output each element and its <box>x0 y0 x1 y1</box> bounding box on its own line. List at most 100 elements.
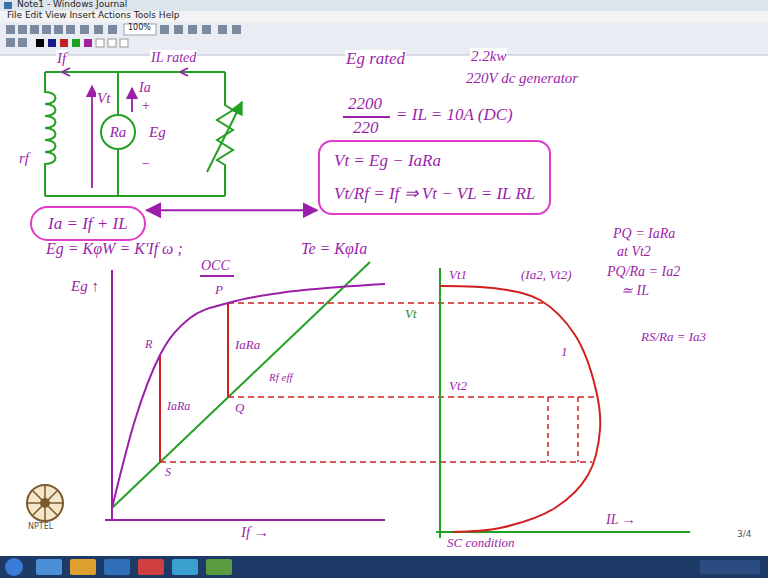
projection-line <box>228 396 597 398</box>
voltage-label: Vt <box>404 307 418 321</box>
fraction-bar <box>343 116 390 118</box>
underline <box>200 275 234 277</box>
color-swatch <box>60 39 68 47</box>
zoom-box <box>124 24 156 35</box>
point-label: 1 <box>560 345 569 359</box>
armature-current-arrow <box>131 88 133 112</box>
voltage-arrow <box>91 86 93 188</box>
occ-curve <box>112 284 385 508</box>
tool-icon <box>18 25 27 34</box>
curve-label: OCC <box>200 258 231 273</box>
rating-note: Eg rated <box>345 50 406 69</box>
title-bar <box>0 0 768 11</box>
equation-text: Ra <box>110 123 127 142</box>
task-icon <box>104 559 130 575</box>
double-arrow <box>147 209 317 211</box>
tool-icon <box>94 25 103 34</box>
logo-spokes <box>28 486 62 520</box>
tool-icon <box>80 25 89 34</box>
axis-label: SC condition <box>446 536 516 550</box>
axis-label: IL → <box>605 512 637 527</box>
axis-label: Eg ↑ <box>70 278 100 295</box>
equation-text: Vt/Rf = If ⇒ Vt − VL = IL RL <box>334 183 535 204</box>
drop-segment <box>159 355 161 462</box>
rated-current: = IL = 10A (DC) <box>395 106 514 125</box>
projection-line <box>160 461 592 463</box>
load-current-arrow <box>180 68 188 76</box>
point-label: R <box>144 338 153 351</box>
point-label: Q <box>234 401 245 415</box>
polarity-sign: + <box>140 98 151 113</box>
drop-segment <box>227 303 229 397</box>
point-label: P <box>214 283 224 297</box>
tool-icon <box>232 25 241 34</box>
tool-icon <box>6 38 15 47</box>
projection-line <box>228 302 543 304</box>
variable-arrow <box>207 102 242 172</box>
projection-line <box>547 397 549 462</box>
field-resistance: rf <box>18 150 30 167</box>
axis-label: If → <box>240 524 270 541</box>
voltage-label: Vt2 <box>448 379 468 393</box>
tool-icon <box>188 25 197 34</box>
tool-icon <box>66 25 75 34</box>
armature-outline <box>101 115 135 149</box>
terminal-voltage: Vt <box>96 90 111 107</box>
taskbar-bar <box>0 556 768 578</box>
logo-wheel <box>27 485 63 521</box>
occ-plot <box>105 262 597 520</box>
axis <box>439 268 441 538</box>
logo-text: NPTEL <box>27 523 54 532</box>
generator-circuit <box>45 72 242 196</box>
wire <box>45 71 225 73</box>
wire <box>117 150 119 196</box>
window-chrome <box>0 0 768 55</box>
generated-emf: Eg <box>148 124 167 141</box>
tool-icon <box>54 25 63 34</box>
tool-icon <box>6 25 15 34</box>
equation-text: Ia = If + IL <box>48 213 128 234</box>
current-equation-box: Ia = If + IL <box>30 206 146 241</box>
power-rating: 2.2kw <box>470 48 507 65</box>
color-swatch <box>120 39 128 47</box>
voltage-label: Vt1 <box>448 268 468 282</box>
taskbar <box>0 556 768 578</box>
axis <box>111 270 113 520</box>
tray <box>700 560 760 574</box>
side-note: PQ/Ra = Ia2 <box>606 264 681 279</box>
color-swatch <box>72 39 80 47</box>
curves <box>112 284 600 532</box>
menu-bar-text: File Edit View Insert Actions Tools Help <box>6 11 180 21</box>
color-swatch <box>84 39 92 47</box>
task-icon <box>172 559 198 575</box>
polarity-sign: − <box>140 156 151 171</box>
tool-icon <box>18 38 27 47</box>
wire <box>45 195 225 197</box>
side-note: RS/Ra = Ia3 <box>640 330 707 344</box>
drop-label: IaRa <box>234 338 261 352</box>
page-number: 3/4 <box>736 530 752 540</box>
side-note: PQ = IaRa <box>612 226 676 241</box>
fraction-denominator: 220 <box>352 119 380 138</box>
equation-box: Vt = Eg − IaRaVt/Rf = If ⇒ Vt − VL = IL … <box>318 140 551 215</box>
armature-current: Ia <box>138 80 152 95</box>
load-current: IL rated <box>150 50 197 65</box>
line-label: Rf eff <box>268 371 294 383</box>
menu-bar <box>0 11 768 22</box>
wire <box>117 72 119 114</box>
start-button <box>5 558 23 576</box>
toolbar-icons <box>6 25 241 47</box>
projection-line <box>577 397 579 462</box>
drop-label: IaRa <box>166 400 191 413</box>
nptel-logo <box>27 485 63 521</box>
field-coil <box>45 72 56 196</box>
tool-icon <box>174 25 183 34</box>
color-swatch <box>108 39 116 47</box>
equation-text: Vt = Eg − IaRa <box>334 150 535 171</box>
zoom-level: 100% <box>127 24 152 33</box>
color-swatch <box>96 39 104 47</box>
point-label: (Ia2, Vt2) <box>520 268 573 282</box>
external-plot <box>436 268 690 538</box>
